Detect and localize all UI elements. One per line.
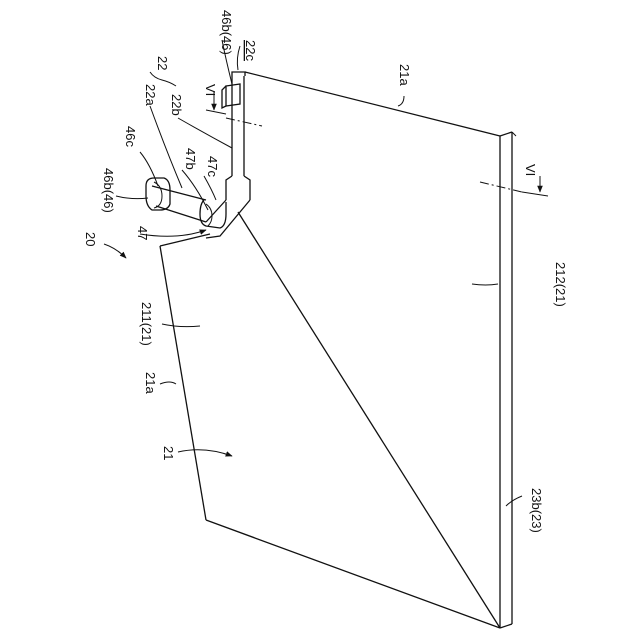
label-212: 212(21) bbox=[553, 262, 568, 307]
side-frame-bottom bbox=[500, 624, 512, 628]
leader-211 bbox=[162, 324, 200, 327]
label-47: 47 bbox=[135, 226, 150, 240]
leader-21 bbox=[178, 450, 232, 456]
flap-22c bbox=[232, 72, 245, 80]
strip-corner bbox=[206, 200, 250, 238]
hinge-22 bbox=[206, 72, 250, 238]
label-21a-left: 21a bbox=[143, 372, 158, 394]
leader-21a-top bbox=[398, 96, 404, 106]
label-47b: 47b bbox=[183, 148, 198, 170]
label-23b: 23b(23) bbox=[529, 488, 544, 533]
label-22: 22 bbox=[155, 56, 170, 70]
label-46b-left: 46b(46) bbox=[101, 168, 116, 213]
block-46b-top bbox=[226, 84, 240, 106]
panel-bottom-edge bbox=[206, 520, 500, 628]
label-21a-top: 21a bbox=[397, 64, 412, 86]
label-20: 20 bbox=[83, 232, 98, 246]
label-211: 211(21) bbox=[139, 302, 154, 346]
label-46b-top: 46b(46) bbox=[219, 10, 234, 55]
leader-46b-left bbox=[116, 196, 148, 199]
leader-46c bbox=[140, 152, 158, 186]
panel-left-edge bbox=[160, 246, 206, 520]
label-47c: 47c bbox=[205, 156, 220, 177]
leader-lines bbox=[104, 40, 522, 506]
panel-top-edge bbox=[245, 72, 500, 136]
label-22a: 22a bbox=[143, 84, 158, 106]
leader-21a-left bbox=[160, 382, 176, 384]
reference-labels: 22c 46b(46) 22 22a 22b VI 46c 47b 47c 46… bbox=[83, 10, 568, 533]
leader-23b bbox=[506, 496, 522, 506]
label-22b: 22b bbox=[169, 94, 184, 116]
cylinder-end-46b bbox=[146, 178, 170, 210]
section-bar-top bbox=[206, 110, 226, 114]
side-frame-top bbox=[500, 132, 512, 136]
label-46c: 46c bbox=[123, 126, 138, 147]
label-21: 21 bbox=[161, 446, 176, 460]
strip-bend bbox=[226, 176, 250, 200]
label-22c: 22c bbox=[243, 40, 258, 61]
leader-22c bbox=[237, 46, 240, 70]
leader-22b bbox=[178, 118, 232, 148]
leader-22a bbox=[150, 106, 182, 188]
section-bar-right bbox=[522, 192, 548, 196]
leader-212 bbox=[472, 284, 498, 285]
label-VI-right: VI bbox=[523, 164, 538, 176]
section-line-VI bbox=[206, 92, 548, 196]
leader-20 bbox=[104, 244, 126, 258]
leader-47c bbox=[204, 176, 216, 200]
panel-diagonal-crease bbox=[238, 212, 500, 628]
strip-22b bbox=[232, 76, 244, 176]
label-VI-top: VI bbox=[203, 84, 218, 96]
section-dash-right bbox=[480, 182, 522, 192]
